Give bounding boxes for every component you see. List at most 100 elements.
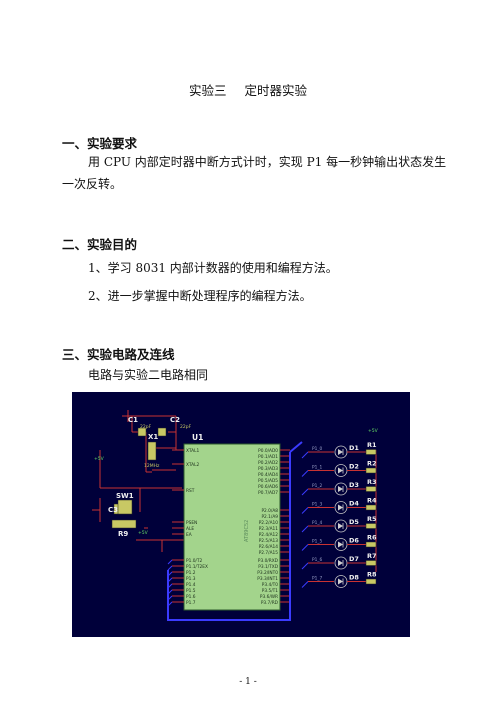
led-row: P1_0 D1 R1 bbox=[301, 441, 377, 459]
page-number: - 1 - bbox=[239, 677, 257, 687]
led-net-label: P1_0 bbox=[312, 446, 322, 452]
label-c2-value: 22pF bbox=[180, 424, 192, 430]
chip-right-pin-label: P0.6/AD6 bbox=[258, 484, 278, 490]
chip-right-pin-label: P2.1/A9 bbox=[261, 514, 278, 520]
chip-right-pin-label: P2.7/A15 bbox=[259, 550, 279, 556]
resistor-body bbox=[365, 578, 377, 585]
section-heading-purpose: 二、实验目的 bbox=[62, 237, 138, 252]
resistor-body bbox=[365, 504, 377, 511]
label-u1: U1 bbox=[192, 433, 203, 442]
requirements-paragraph: 用 CPU 内部定时器中断方式计时，实现 P1 每一秒钟输出状态发生一次反转。 bbox=[62, 155, 447, 191]
chip-right-pin-label: P3.4/T0 bbox=[262, 582, 278, 588]
chip-right-pin-labels: P0.0/AD0P0.1/AD1P0.2/AD2P0.3/AD3P0.4/AD4… bbox=[257, 448, 278, 606]
chip-right-pin-label: P3.3/INT1 bbox=[257, 576, 278, 582]
resistor-body bbox=[365, 523, 377, 529]
label-c1-value: 22pF bbox=[140, 424, 152, 430]
schematic-svg: XTAL1XTAL2RSTPSENALEEAP1.0/T2P1.1/T2EXP1… bbox=[92, 410, 379, 621]
led-net-label: P1_4 bbox=[312, 520, 322, 526]
resistor-label: R2 bbox=[367, 460, 377, 468]
led-label: D5 bbox=[349, 518, 359, 526]
chip-right-pin-label: P3.2/INT0 bbox=[257, 570, 278, 576]
resistor-body bbox=[365, 449, 377, 455]
purpose-item-2: 2、进一步掌握中断处理程序的编程方法。 bbox=[88, 289, 312, 303]
section-heading-requirements: 一、实验要求 bbox=[62, 136, 138, 151]
circuit-note: 电路与实验二电路相同 bbox=[88, 368, 209, 382]
section-heading-circuit: 三、实验电路及连线 bbox=[62, 347, 175, 362]
chip-left-pin-label: P1.1/T2EX bbox=[186, 564, 208, 570]
chip-right-pin-label: P3.1/TXD bbox=[258, 564, 278, 570]
label-c1: C1 bbox=[128, 416, 138, 424]
title-part-1: 实验三 bbox=[188, 83, 227, 98]
chip-left-pin-label: P1.4 bbox=[186, 582, 196, 588]
chip-right-pin-label: P2.3/A11 bbox=[259, 526, 279, 532]
chip-left-pin-label: P1.6 bbox=[186, 594, 196, 600]
chip-right-pin-label: P3.0/RXD bbox=[258, 558, 279, 564]
led-net-label: P1_6 bbox=[312, 557, 322, 563]
chip-right-pin-label: P0.1/AD1 bbox=[258, 454, 278, 460]
chip-left-pin-label: P1.7 bbox=[186, 600, 196, 606]
chip-body bbox=[183, 443, 281, 611]
label-c2: C2 bbox=[170, 416, 180, 424]
resistor-body bbox=[365, 541, 377, 548]
chip-left-pin-label: XTAL1 bbox=[186, 448, 199, 454]
chip-right-pin-label: P0.7/AD7 bbox=[258, 490, 278, 496]
chip-right-pin-label: P2.5/A13 bbox=[259, 538, 279, 544]
resistor-label: R7 bbox=[367, 552, 377, 560]
chip-left-pin-label: XTAL2 bbox=[186, 462, 199, 468]
resistor-label: R4 bbox=[367, 497, 377, 505]
chip-right-pin-label: P2.0/A8 bbox=[261, 508, 278, 514]
led-row: P1_2 D3 R3 bbox=[301, 478, 377, 496]
resistor-label: R3 bbox=[367, 478, 377, 486]
led-row: P1_5 D6 R6 bbox=[301, 534, 377, 551]
led-label: D7 bbox=[349, 555, 359, 563]
led-net-label: P1_5 bbox=[312, 539, 322, 545]
label-c3: C3 bbox=[108, 506, 118, 514]
led-row: P1_3 D4 R4 bbox=[301, 497, 377, 514]
chip-right-pin-label: P0.2/AD2 bbox=[258, 460, 278, 466]
chip-left-pin-labels: XTAL1XTAL2RSTPSENALEEAP1.0/T2P1.1/T2EXP1… bbox=[186, 448, 208, 606]
chip-right-pin-label: P2.4/A12 bbox=[259, 532, 279, 538]
page-title: 实验三定时器实验 bbox=[0, 80, 496, 99]
chip-right-pin-label: P2.2/A10 bbox=[259, 520, 279, 526]
resistor-label: R1 bbox=[367, 441, 377, 449]
chip-right-pin-label: P2.6/A14 bbox=[259, 544, 279, 550]
chip-right-pin-label: P0.0/AD0 bbox=[258, 448, 278, 454]
led-net-label: P1_2 bbox=[312, 483, 322, 489]
resistor-label: R8 bbox=[367, 571, 377, 579]
label-vcc-ea: +5V bbox=[138, 530, 149, 536]
chip-right-pin-label: P0.3/AD3 bbox=[258, 466, 278, 472]
led-net-label: P1_1 bbox=[312, 465, 322, 471]
chip-left-pin-label: ALE bbox=[186, 526, 194, 532]
chip-left-pin-label: PSEN bbox=[186, 520, 197, 526]
purpose-item-1: 1、学习 8031 内部计数器的使用和编程方法。 bbox=[88, 261, 338, 275]
chip-right-pin-label: P0.5/AD5 bbox=[258, 478, 278, 484]
chip-left-pin-label: EA bbox=[186, 532, 192, 538]
led-label: D4 bbox=[349, 500, 359, 508]
led-row: P1_6 D7 R7 bbox=[301, 552, 377, 570]
resistor-body bbox=[365, 467, 377, 474]
label-r9: R9 bbox=[118, 530, 128, 538]
chip-right-pin-label: P0.4/AD4 bbox=[258, 472, 278, 478]
label-x1: X1 bbox=[148, 433, 158, 441]
label-vcc-right: +5V bbox=[368, 428, 379, 434]
led-label: D6 bbox=[349, 537, 359, 545]
resistor-body bbox=[365, 560, 377, 566]
chip-left-pin-label: P1.2 bbox=[186, 570, 196, 576]
led-label: D8 bbox=[349, 574, 359, 582]
chip-right-pin-label: P3.5/T1 bbox=[262, 588, 278, 594]
chip-left-pin-label: RST bbox=[186, 488, 195, 494]
led-label: D1 bbox=[349, 444, 359, 452]
chip-left-pin-label: P1.5 bbox=[186, 588, 196, 594]
resistor-body bbox=[365, 486, 377, 492]
chip-right-pin-label: P3.7/RD bbox=[261, 600, 279, 606]
chip-left-pin-label: P1.3 bbox=[186, 576, 196, 582]
led-net-label: P1_3 bbox=[312, 502, 322, 508]
resistor-label: R6 bbox=[367, 534, 377, 542]
resistor-label: R5 bbox=[367, 515, 377, 523]
led-net-label: P1_7 bbox=[312, 576, 322, 582]
led-label: D3 bbox=[349, 481, 359, 489]
led-row: P1_4 D5 R5 bbox=[301, 515, 377, 533]
label-sw1: SW1 bbox=[116, 492, 134, 500]
